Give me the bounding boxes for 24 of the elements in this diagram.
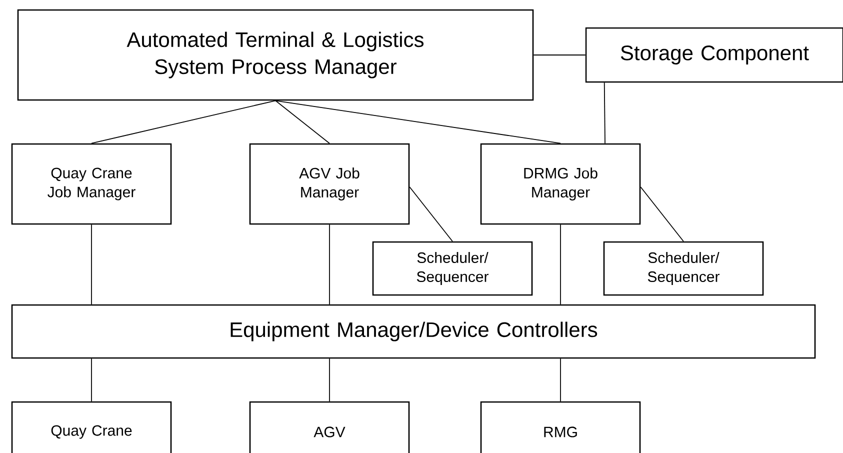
- scheduler-box: Scheduler/ Sequencer: [603, 241, 764, 296]
- connector-line: [329, 358, 330, 402]
- connector-line: [91, 358, 92, 402]
- equipment-box: RMG: [480, 401, 641, 453]
- connector-line: [560, 358, 561, 402]
- manager-box: DRMG Job Manager: [480, 143, 641, 225]
- manager-box: Quay Crane Job Manager: [11, 143, 172, 225]
- equipment-box: AGV: [249, 401, 410, 453]
- connector-line: [640, 186, 684, 242]
- connector-line: [409, 186, 453, 242]
- connector-line: [91, 100, 276, 144]
- manager-box: AGV Job Manager: [249, 143, 410, 225]
- connector-line: [275, 100, 561, 144]
- process-box: Automated Terminal & Logistics System Process Manager: [17, 9, 534, 101]
- controller-box: Equipment Manager/Device Controllers: [11, 304, 816, 359]
- scheduler-box: Scheduler/ Sequencer: [372, 241, 533, 296]
- component-box: Storage Component: [585, 27, 843, 83]
- connector-line: [329, 224, 330, 305]
- equipment-box: Quay Crane: [11, 401, 172, 453]
- connector-line: [91, 224, 92, 305]
- connector-line: [560, 224, 561, 305]
- connector-line: [275, 100, 330, 144]
- connector-line: [533, 54, 586, 56]
- connector-line: [604, 82, 606, 144]
